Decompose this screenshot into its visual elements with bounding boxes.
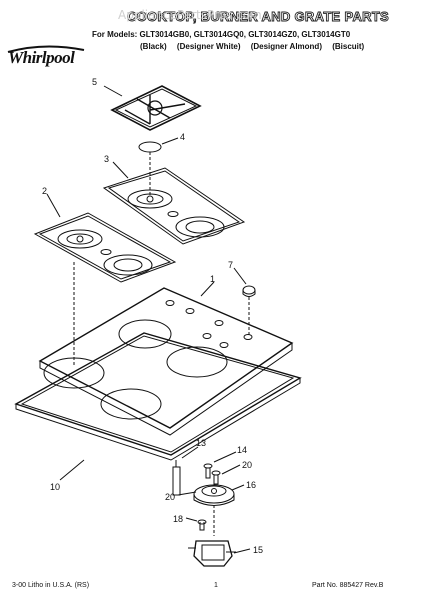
electrode-part	[172, 460, 181, 496]
callout-5: 5	[92, 77, 97, 87]
knob-plug-part	[242, 285, 256, 295]
cooktop-part	[38, 287, 294, 436]
models-line: For Models: GLT3014GB0, GLT3014GQ0, GLT3…	[92, 30, 351, 39]
callout-3: 3	[104, 154, 109, 164]
callout-7: 7	[228, 260, 233, 270]
color-black: (Black)	[140, 42, 167, 51]
gasket-part	[14, 332, 302, 461]
color-designer-white: (Designer White)	[176, 42, 241, 51]
bracket-part	[188, 540, 236, 567]
footer-page-number: 1	[214, 582, 218, 589]
burner-plate-lower	[33, 212, 177, 283]
color-variants: (Black) (Designer White) (Designer Almon…	[140, 42, 372, 51]
footer-litho: 3-00 Litho in U.S.A. (RS)	[12, 582, 90, 589]
callout-4: 4	[180, 132, 185, 142]
callout-18: 18	[173, 514, 183, 524]
screw-part	[203, 463, 221, 485]
burner-base-part	[193, 484, 235, 506]
color-biscuit: (Biscuit)	[332, 42, 365, 51]
burner-cap-part	[138, 141, 162, 153]
callout-16: 16	[246, 480, 256, 490]
brand-name: Whirlpool	[8, 48, 75, 67]
callout-1: 1	[210, 274, 215, 284]
footer-part-number: Part No. 885427 Rev.B	[312, 582, 384, 589]
grate-part	[110, 85, 202, 131]
callout-13: 13	[196, 438, 206, 448]
brand-swoosh-icon	[7, 45, 85, 53]
brand-logo	[4, 40, 88, 77]
callout-15: 15	[253, 545, 263, 555]
callout-10: 10	[50, 482, 60, 492]
color-designer-almond: (Designer Almond)	[250, 42, 322, 51]
callout-14: 14	[237, 445, 247, 455]
small-screw-part	[197, 519, 207, 531]
callout-2: 2	[42, 186, 47, 196]
callout-20-right: 20	[242, 460, 252, 470]
callout-20-left: 20	[165, 492, 175, 502]
page-title: COOKTOP, BURNER AND GRATE PARTS	[126, 9, 390, 25]
burner-plate-upper	[102, 167, 246, 245]
